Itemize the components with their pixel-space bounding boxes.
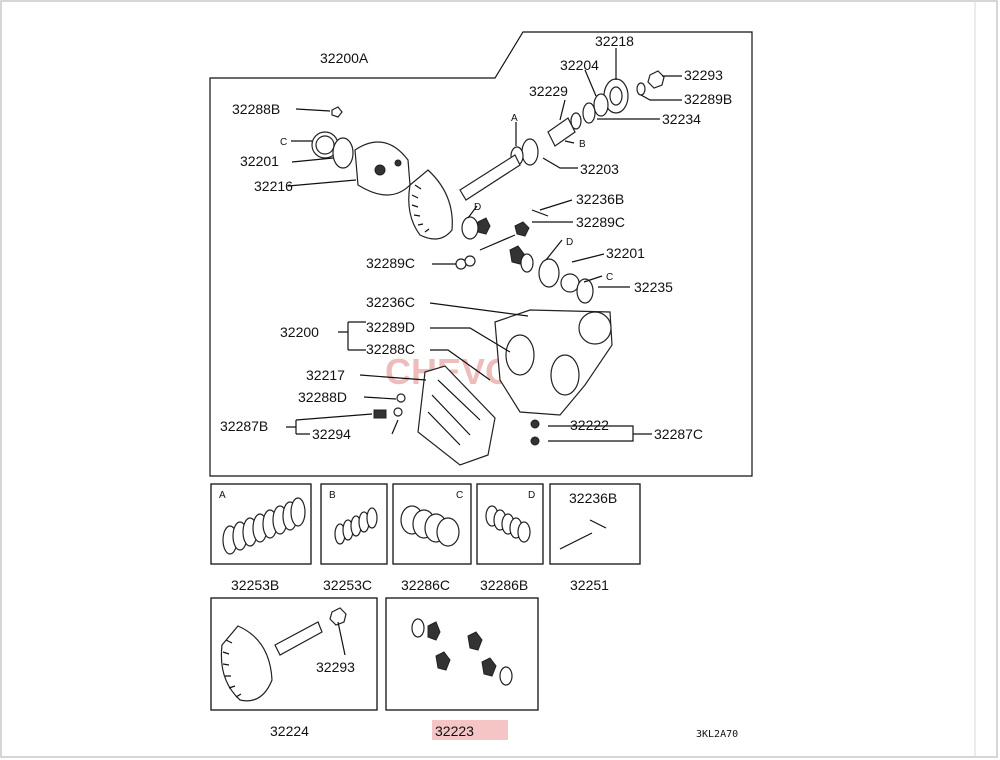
part-32203[interactable] xyxy=(521,138,539,166)
label-A: A xyxy=(511,113,518,124)
ring-gear[interactable] xyxy=(408,169,453,240)
part-32293[interactable] xyxy=(647,70,665,89)
label-32293-box: 32293 xyxy=(316,659,355,675)
label-32288D: 32288D xyxy=(298,389,347,405)
shim-stack-C xyxy=(400,505,460,547)
leader-lines xyxy=(286,48,682,442)
reference-code: 3KL2A70 xyxy=(696,729,738,740)
label-32289D: 32289D xyxy=(366,319,415,335)
ring-gear-set xyxy=(220,625,273,702)
pinion-shaft[interactable] xyxy=(459,154,521,201)
kit-box-pin[interactable] xyxy=(549,483,641,565)
pin-shaft xyxy=(559,532,593,550)
label-32224: 32224 xyxy=(270,723,309,739)
nut-32293 xyxy=(329,607,347,626)
label-C-2: C xyxy=(606,272,613,283)
label-32236B-box: 32236B xyxy=(569,490,617,506)
label-32253B: 32253B xyxy=(231,577,279,593)
label-32201-b: 32201 xyxy=(606,245,645,261)
label-32253C: 32253C xyxy=(323,577,372,593)
label-32294: 32294 xyxy=(312,426,351,442)
rear-cover[interactable] xyxy=(417,365,496,466)
label-B: B xyxy=(579,139,586,150)
label-32201-a: 32201 xyxy=(240,153,279,169)
bottom-row: 32293 32224 32223 xyxy=(210,597,539,740)
label-32236C: 32236C xyxy=(366,294,415,310)
label-32287C: 32287C xyxy=(654,426,703,442)
label-32203: 32203 xyxy=(580,161,619,177)
label-D-1: D xyxy=(474,202,481,213)
part-32235[interactable] xyxy=(576,278,594,304)
label-32286C: 32286C xyxy=(401,577,450,593)
label-32288C: 32288C xyxy=(366,341,415,357)
label-32289B: 32289B xyxy=(684,91,732,107)
label-32222: 32222 xyxy=(570,417,609,433)
label-32200A: 32200A xyxy=(320,50,369,66)
part-32204[interactable] xyxy=(593,93,609,117)
label-32286B: 32286B xyxy=(480,577,528,593)
part-32229[interactable] xyxy=(547,117,576,147)
label-32204: 32204 xyxy=(560,57,599,73)
gear-group xyxy=(455,209,594,304)
shim-stack-B xyxy=(334,507,378,545)
housing-group xyxy=(373,309,613,466)
kit-box-A-tag: A xyxy=(219,490,226,501)
kit-box-D-tag: D xyxy=(528,490,535,501)
roll-pin xyxy=(589,519,607,529)
label-32217: 32217 xyxy=(306,367,345,383)
label-32251: 32251 xyxy=(570,577,609,593)
shim-stack-A xyxy=(222,497,306,555)
highlight-32223 xyxy=(432,720,508,740)
label-32223: 32223 xyxy=(435,723,474,739)
label-32289C-b: 32289C xyxy=(366,255,415,271)
label-32289C-a: 32289C xyxy=(576,214,625,230)
pinion-set xyxy=(274,621,323,656)
label-32288B: 32288B xyxy=(232,101,280,117)
callout-labels: 32200A 32218 32204 32293 32289B 32229 32… xyxy=(220,33,732,442)
part-32201-left[interactable] xyxy=(332,137,354,169)
label-32216: 32216 xyxy=(254,178,293,194)
label-32218: 32218 xyxy=(595,33,634,49)
diff-case-group xyxy=(311,106,521,240)
label-32293: 32293 xyxy=(684,67,723,83)
part-32289B[interactable] xyxy=(636,82,646,96)
label-C-1: C xyxy=(280,137,287,148)
label-32287B: 32287B xyxy=(220,418,268,434)
kit-row: A 32253B B 32253C C 32286C D 3 xyxy=(210,483,641,593)
label-32200: 32200 xyxy=(280,324,319,340)
label-32229: 32229 xyxy=(529,83,568,99)
kit-box-C-tag: C xyxy=(456,490,463,501)
main-assembly-box xyxy=(209,31,753,477)
part-32201-right[interactable] xyxy=(538,258,560,288)
shim-stack-D xyxy=(485,505,531,543)
label-32234: 32234 xyxy=(662,111,701,127)
pinion-group xyxy=(510,70,665,166)
part-32288B[interactable] xyxy=(331,106,343,118)
label-D-2: D xyxy=(566,237,573,248)
label-32235: 32235 xyxy=(634,279,673,295)
kit-box-B-tag: B xyxy=(329,490,336,501)
label-32236B: 32236B xyxy=(576,191,624,207)
diff-gear-box[interactable] xyxy=(385,597,539,711)
